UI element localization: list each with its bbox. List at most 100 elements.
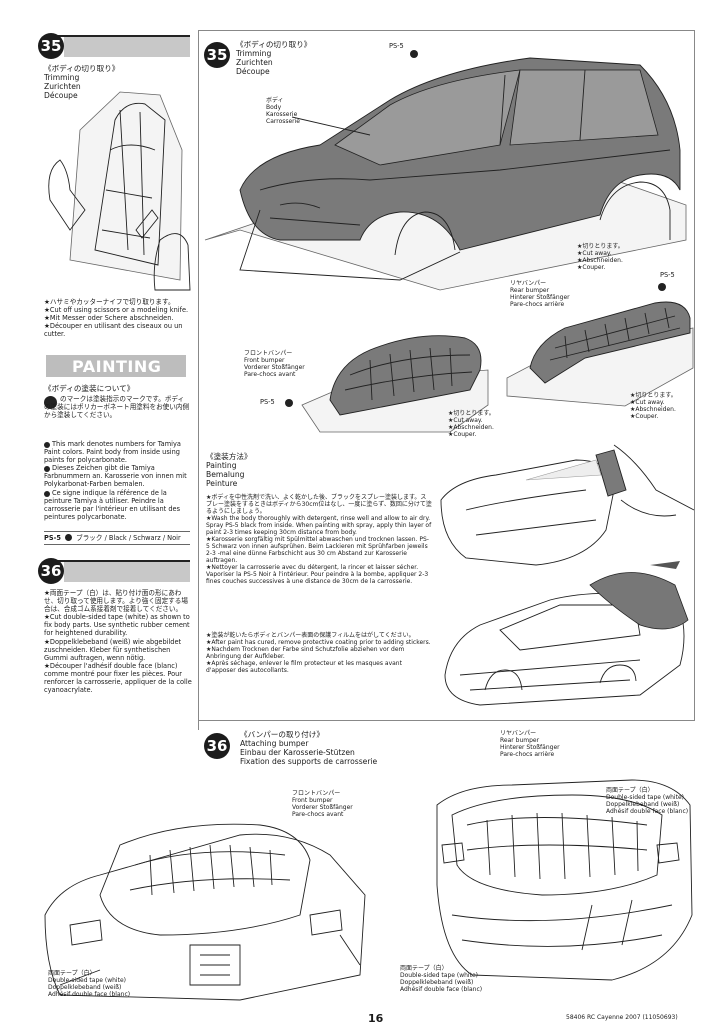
- rear-bumper-top-jp: リヤバンパー: [510, 280, 547, 287]
- tape-label-right: 両面テープ（白） Double-sided tape (white) Doppe…: [606, 787, 688, 815]
- step36-left-jp: ★両面テープ（白）は、貼り付け面の形にあわせ、切り取って使用します。より強く固定…: [44, 589, 188, 614]
- cut-away-note-2: ★切りとります。 ★Cut away. ★Abschneiden. ★Coupe…: [448, 410, 495, 438]
- peel-film-illustration: [444, 561, 689, 706]
- rear-bumper-bottom-en: Rear bumper: [500, 737, 540, 744]
- step36-left-number-badge: 36: [38, 558, 64, 584]
- tape-left-fr: Adhésif double face (blanc): [48, 991, 131, 998]
- tape-right-jp: 両面テープ（白）: [606, 787, 654, 794]
- cut-away-1-en: ★Cut away.: [577, 250, 612, 257]
- paint-legend-dot-icon: [65, 534, 73, 541]
- step35-right-title-en: Trimming: [236, 49, 272, 58]
- paint-legend: PS-5 ブラック / Black / Schwarz / Noir: [44, 534, 190, 542]
- painting-jp-text: のマークは塗装指示のマークです。ボディの塗装にはポリカーボネート用塗料をお使い内…: [44, 395, 190, 420]
- painting-method-p1: ★ボディを中性洗剤で洗い、よく乾かした後、ブラックをスプレー塗装します。スプレー…: [206, 494, 432, 515]
- front-bumper-label-top: フロントバンパー Front bumper Vorderer Stoßfänge…: [244, 350, 305, 378]
- paint-legend-text: ブラック / Black / Schwarz / Noir: [76, 534, 181, 542]
- step35-right-title-jp: 《ボディの切り取り》: [236, 40, 312, 49]
- painting-method-text: ★ボディを中性洗剤で洗い、よく乾かした後、ブラックをスプレー塗装します。スプレー…: [206, 494, 432, 585]
- right-side-border: [694, 30, 695, 720]
- cut-away-3-jp: ★切りとります。: [630, 392, 677, 399]
- rear-bumper-bottom-fr: Pare-chocs arrière: [500, 751, 555, 758]
- front-bumper-attach-illustration: [44, 823, 366, 1001]
- painting-method-p2: ★Wash the body thoroughly with detergent…: [206, 515, 432, 536]
- step36-bottom-title-en: Attaching bumper: [240, 739, 309, 748]
- front-bumper-bottom-jp: フロントバンパー: [292, 790, 341, 797]
- ps5-top-label: PS-5: [389, 42, 404, 50]
- legend-top-rule: [44, 531, 190, 532]
- body-label-leader: [291, 116, 371, 136]
- ps5-rear-dot-icon: [658, 283, 666, 291]
- rear-bumper-bottom-de: Hinterer Stoßfänger: [500, 744, 560, 751]
- right-top-border: [198, 30, 694, 31]
- step35-note-fr: ★Découper en utilisant des ciseaux ou un…: [44, 322, 183, 339]
- rear-bumper-attach-illustration: [436, 779, 693, 981]
- front-bumper-bottom-fr: Pare-chocs avant: [292, 811, 344, 818]
- left-top-rule: [44, 35, 190, 37]
- painting-title-jp: 《ボディの塗装について》: [44, 384, 135, 393]
- step36-left-en: ★Cut double-sided tape (white) as shown …: [44, 613, 190, 638]
- rear-bumper-top-de: Hinterer Stoßfänger: [510, 294, 570, 301]
- painting-method-title-fr: Peinture: [206, 479, 238, 488]
- tape-right-de: Doppelklebeband (weiß): [606, 801, 680, 808]
- cut-away-note-1: ★切りとります。 ★Cut away. ★Abschneiden. ★Coupe…: [577, 243, 624, 271]
- ps5-top-dot-icon: [410, 50, 418, 58]
- step36-bottom-title-jp: 《バンパーの取り付け》: [240, 730, 324, 739]
- footer-code: 58406 RC Cayenne 2007 (11050693): [566, 1014, 678, 1021]
- step36-bottom-titles: 《バンパーの取り付け》 Attaching bumper Einbau der …: [240, 730, 377, 766]
- cut-away-1-jp: ★切りとります。: [577, 243, 624, 250]
- painting-method-titles: 《塗装方法》 Painting Bemalung Peinture: [206, 452, 252, 488]
- cut-away-2-en: ★Cut away.: [448, 417, 483, 424]
- tape-right-fr: Adhésif double face (blanc): [606, 808, 689, 815]
- tape-left-de: Doppelklebeband (weiß): [48, 984, 122, 991]
- painting-banner: PAINTING: [46, 355, 186, 377]
- cut-away-2-fr: ★Couper.: [448, 431, 477, 438]
- step35-title-fr: Découpe: [44, 91, 78, 100]
- body-label: ボディ Body Karosserie Carrosserie: [266, 97, 300, 125]
- step36-left-rule: [44, 560, 190, 562]
- rear-bumper-top-fr: Pare-chocs arrière: [510, 301, 565, 308]
- step35-notes: ★ハサミやカッターナイフで切り取ります。 ★Cut off using scis…: [44, 298, 194, 338]
- cut-away-1-fr: ★Couper.: [577, 264, 606, 271]
- step35-note-en: ★Cut off using scissors or a modeling kn…: [44, 306, 189, 315]
- body-shell-illustration: [204, 57, 687, 291]
- ps5-front-dot-icon: [285, 399, 293, 407]
- body-label-en: Body: [266, 104, 282, 111]
- ps5-rear-label: PS-5: [660, 271, 675, 279]
- front-bumper-top-fr: Pare-chocs avant: [244, 371, 296, 378]
- body-label-fr: Carrosserie: [266, 118, 301, 125]
- cut-away-1-de: ★Abschneiden.: [577, 257, 623, 264]
- painting-method-title-en: Painting: [206, 461, 237, 470]
- body-label-de: Karosserie: [266, 111, 298, 118]
- step35-right-titles: 《ボディの切り取り》 Trimming Zurichten Découpe: [236, 40, 311, 76]
- step35-title-en: Trimming: [44, 73, 80, 82]
- tape-label-left: 両面テープ（白） Double-sided tape (white) Doppe…: [48, 970, 130, 998]
- painting-method-title-de: Bemalung: [206, 470, 245, 479]
- paint-mark-icon-de: [44, 466, 50, 472]
- tape-left-en: Double-sided tape (white): [48, 977, 126, 984]
- paint-mark-icon-en: [44, 442, 50, 448]
- step36-left-header-bar: [64, 562, 190, 582]
- cut-away-2-jp: ★切りとります。: [448, 410, 495, 417]
- step36-left-de: ★Doppelklebeband (weiß) wie abgebildet z…: [44, 637, 182, 662]
- front-bumper-top-en: Front bumper: [244, 357, 285, 364]
- step36-bottom-number-badge: 36: [204, 733, 230, 759]
- painting-method-p3: ★Karosserie sorgfältig mit Spülmittel ab…: [206, 536, 429, 564]
- rear-bumper-top-en: Rear bumper: [510, 287, 550, 294]
- spray-painting-illustration: [440, 444, 695, 566]
- step35-right-number-badge: 35: [204, 42, 230, 68]
- paint-legend-code: PS-5: [44, 534, 61, 542]
- page-number: 16: [368, 1012, 384, 1025]
- tape-left-jp: 両面テープ（白）: [48, 970, 96, 977]
- painting-method-p7: ★Nachdem Trocknen der Farbe sind Schutzf…: [206, 646, 405, 660]
- column-divider: [198, 30, 199, 720]
- rear-bumper-label-bottom: リヤバンパー Rear bumper Hinterer Stoßfänger P…: [500, 730, 560, 758]
- step35-title-de: Zurichten: [44, 82, 81, 91]
- tape-label-center: 両面テープ（白） Double-sided tape (white) Doppe…: [400, 965, 482, 993]
- front-bumper-label-bottom: フロントバンパー Front bumper Vorderer Stoßfänge…: [292, 790, 353, 818]
- step36-bottom-title-de: Einbau der Karosserie-Stützen: [240, 748, 355, 757]
- cut-away-3-en: ★Cut away.: [630, 399, 665, 406]
- step35-number-badge: 35: [38, 33, 64, 59]
- tape-center-jp: 両面テープ（白）: [400, 965, 448, 972]
- front-bumper-top-jp: フロントバンパー: [244, 350, 293, 357]
- painting-en-text: This mark denotes numbers for Tamiya Pai…: [44, 440, 181, 465]
